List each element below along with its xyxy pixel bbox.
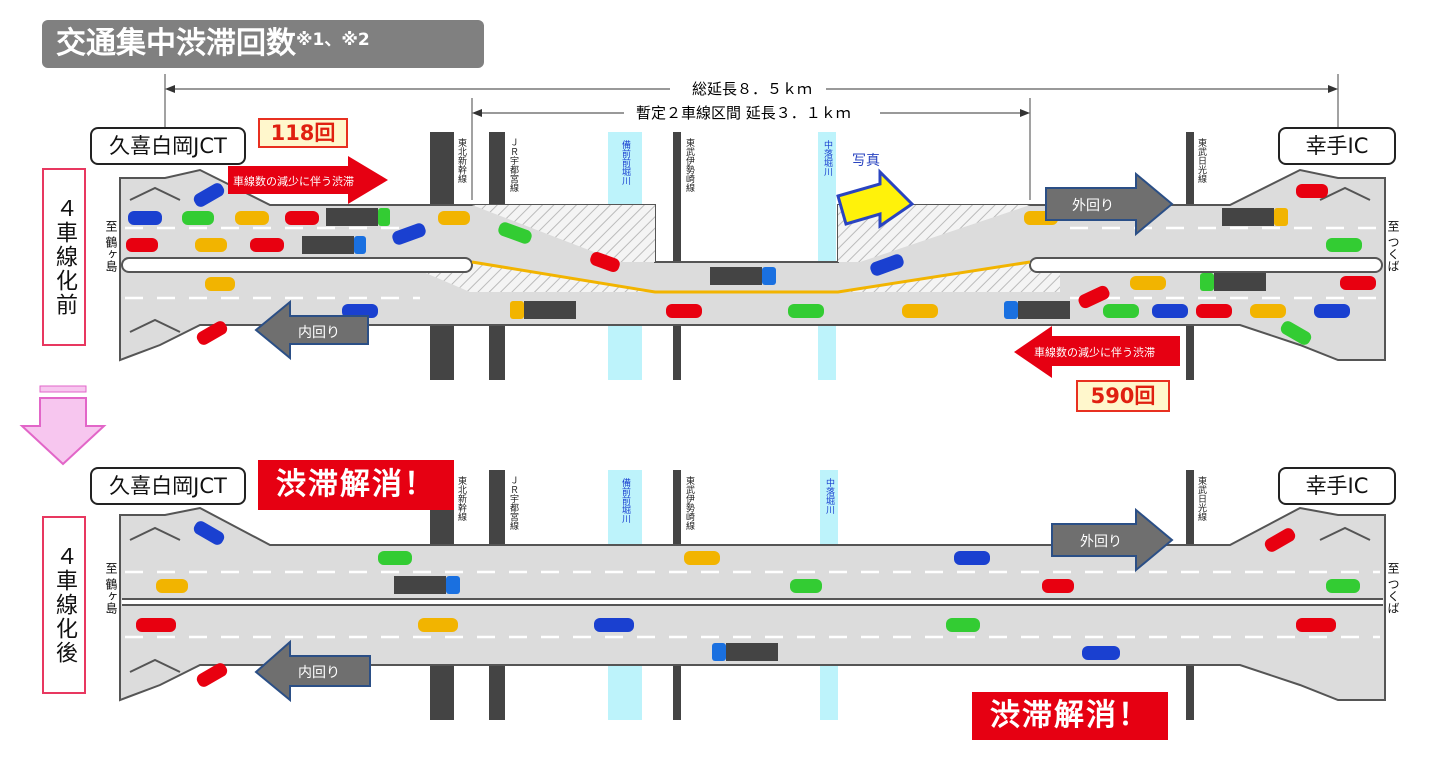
jam-label-bottom: 車線数の減少に伴う渋滞	[1034, 346, 1155, 359]
crossing-label-3-after: 備前前堀川	[620, 478, 630, 523]
jam-resolved-banner-top: 渋滞解消！	[258, 460, 454, 510]
total-length-label: 総延長８．５ｋｍ	[688, 78, 817, 99]
title-note: ※1、※2	[296, 30, 370, 50]
crossing-label-4-before: 東武伊勢崎線	[684, 138, 694, 192]
crossing-label-4-after: 東武伊勢崎線	[684, 476, 694, 530]
arrows-before	[228, 156, 1180, 378]
crossing-label-2-after: ＪＲ宇都宮線	[508, 476, 518, 530]
destination-right-before: 至 つくば	[1386, 220, 1400, 272]
jam-count-right: 590回	[1076, 380, 1170, 412]
inner-label-before: 内回り	[298, 325, 340, 341]
phase-before: ４車線化前	[42, 168, 86, 346]
crossing-label-5-after: 中落堀川	[824, 478, 834, 514]
crossing-label-6-after: 東武日光線	[1196, 476, 1206, 521]
crossing-label-1-before: 東北新幹線	[456, 138, 466, 183]
dimension-lines	[164, 74, 1339, 200]
ic-label-right-after: 幸手IC	[1278, 467, 1396, 505]
outer-label-before: 外回り	[1072, 198, 1114, 214]
provisional-length-label: 暫定２車線区間 延長３．１ｋｍ	[632, 102, 855, 123]
inner-label-after: 内回り	[298, 665, 340, 681]
crossing-label-5-before: 中落堀川	[822, 140, 832, 176]
arrows-after	[254, 507, 1174, 703]
phase-after: ４車線化後	[42, 516, 86, 694]
ic-label-right-before: 幸手IC	[1278, 127, 1396, 165]
crossing-label-1-after: 東北新幹線	[456, 476, 466, 521]
ic-label-left-after: 久喜白岡JCT	[90, 467, 246, 505]
crossing-label-6-before: 東武日光線	[1196, 138, 1206, 183]
jam-resolved-banner-bottom: 渋滞解消！	[972, 692, 1168, 740]
transition-arrow	[19, 385, 107, 466]
jam-count-left: 118回	[258, 118, 348, 148]
destination-left-before: 至 鶴ヶ島	[104, 220, 118, 272]
destination-left-after: 至 鶴ヶ島	[104, 562, 118, 614]
jam-label-top: 車線数の減少に伴う渋滞	[233, 175, 354, 188]
destination-right-after: 至 つくば	[1386, 562, 1400, 614]
crossing-label-2-before: ＪＲ宇都宮線	[508, 138, 518, 192]
cars-after	[136, 521, 1360, 687]
outer-label-after: 外回り	[1080, 534, 1122, 550]
page-title: 交通集中渋滞回数※1、※2	[42, 20, 484, 68]
title-text: 交通集中渋滞回数	[56, 26, 296, 61]
photo-label: 写真	[852, 153, 880, 169]
crossing-label-3-before: 備前前堀川	[620, 140, 630, 185]
ic-label-left-before: 久喜白岡JCT	[90, 127, 246, 165]
